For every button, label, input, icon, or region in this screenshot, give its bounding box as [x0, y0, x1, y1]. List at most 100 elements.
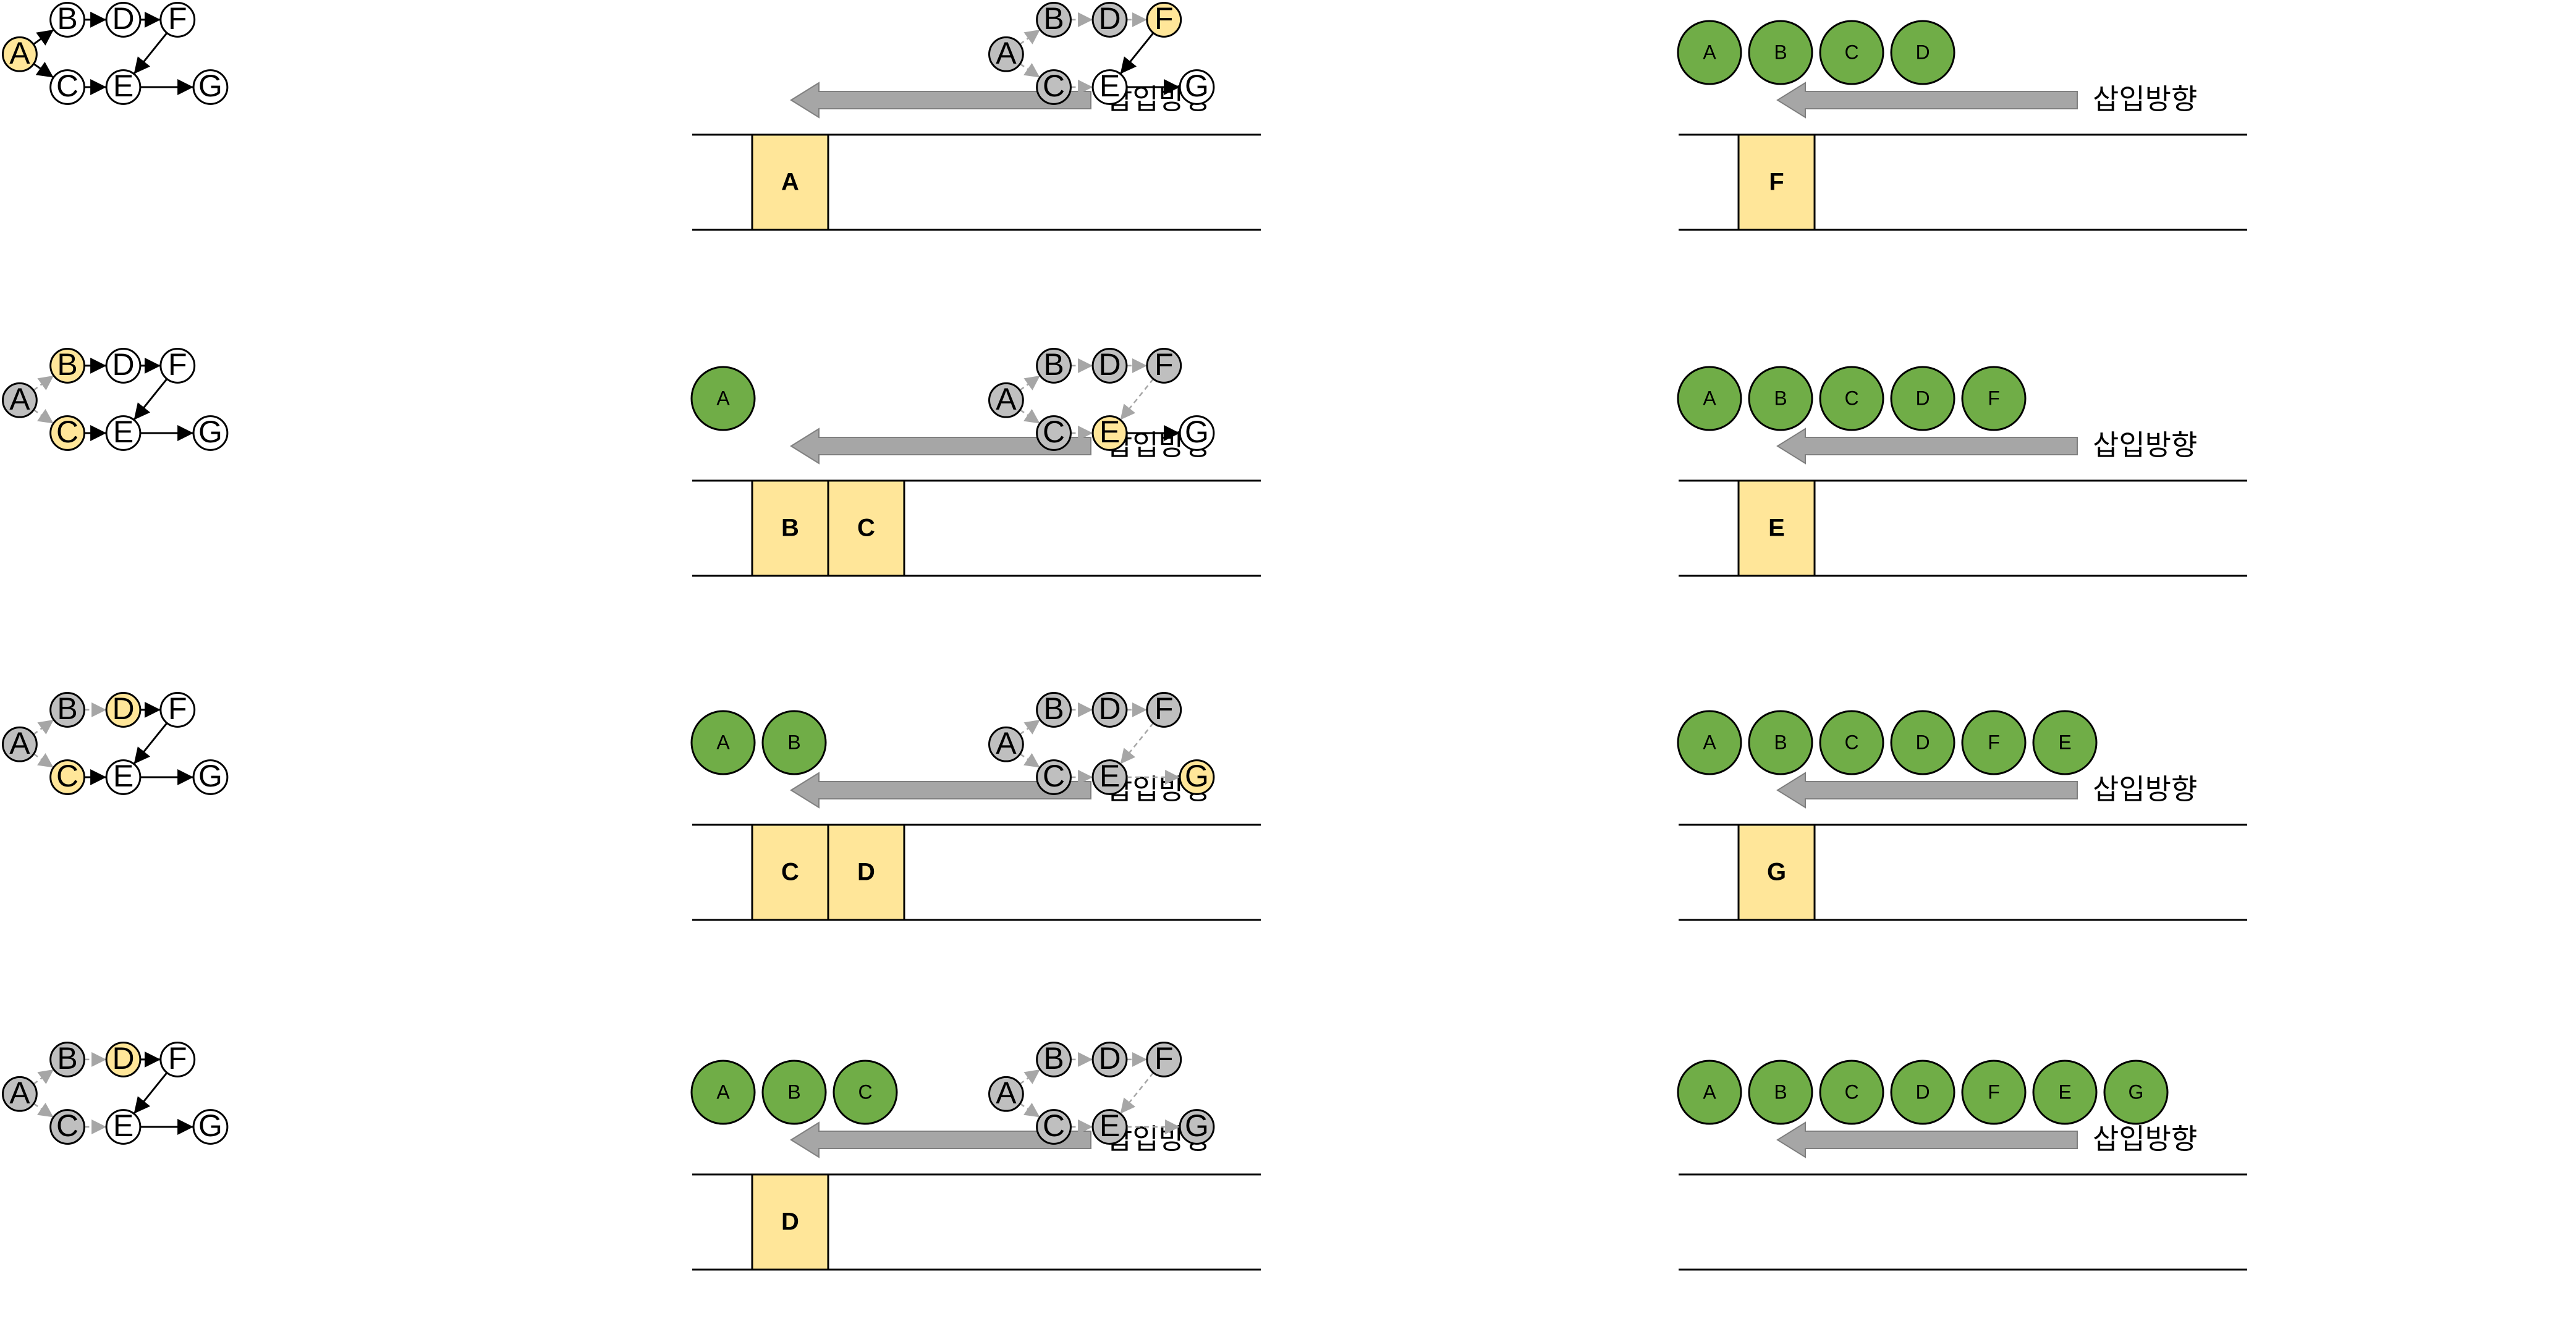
- node-G: G: [1179, 1108, 1215, 1145]
- node-C: C: [49, 69, 85, 105]
- output-node-E: E: [2032, 710, 2098, 775]
- node-circle: [105, 2, 142, 38]
- output-node-label: F: [1988, 731, 2000, 753]
- edge-A-C: [33, 1102, 54, 1118]
- node-circle: [2, 726, 38, 762]
- queue-item-label: C: [857, 515, 875, 542]
- output-node-label: B: [1774, 387, 1787, 409]
- edge-A-C: [1019, 408, 1041, 424]
- node-label: C: [56, 759, 78, 793]
- queue-item-label: G: [1767, 859, 1786, 886]
- node-circle: [105, 1109, 142, 1145]
- node-label: A: [9, 1076, 30, 1110]
- node-circle: [1146, 348, 1182, 384]
- node-label: F: [1155, 1041, 1174, 1076]
- node-label: G: [198, 69, 222, 103]
- node-circle: [1091, 1042, 1128, 1077]
- node-A: A: [988, 36, 1024, 72]
- node-circle: [1146, 692, 1182, 728]
- node-label: B: [1043, 691, 1064, 726]
- node-label: C: [1043, 759, 1065, 793]
- node-circle: [49, 415, 85, 451]
- node-label: A: [996, 382, 1017, 416]
- node-B: B: [1036, 347, 1072, 384]
- node-D: D: [105, 1, 142, 38]
- output-node-label: A: [1703, 387, 1716, 409]
- output-node-B: B: [761, 1060, 827, 1125]
- queue-items: A: [751, 133, 829, 231]
- edge-A-C: [33, 752, 54, 769]
- queue-item-D: D: [751, 1173, 829, 1271]
- node-G: G: [1179, 69, 1215, 105]
- node-circle: [105, 415, 142, 451]
- node-G: G: [192, 69, 229, 105]
- node-A: A: [988, 1076, 1024, 1112]
- edge-A-B: [1019, 1068, 1041, 1085]
- node-circle: [1091, 1109, 1128, 1145]
- graph-edges: [1019, 12, 1180, 95]
- graph-edges: [33, 11, 194, 95]
- insert-direction-label: 삽입방향: [2093, 1123, 2197, 1156]
- output-node-label: A: [1703, 1081, 1716, 1103]
- insert-direction-arrow: [790, 428, 1091, 465]
- node-label: F: [1155, 347, 1174, 382]
- output-node-label: B: [1774, 1081, 1787, 1103]
- output-node-C: C: [1819, 20, 1884, 85]
- node-label: F: [168, 691, 187, 726]
- node-label: D: [112, 691, 134, 726]
- node-circle: [1091, 2, 1128, 38]
- queue-item-label: D: [857, 859, 875, 886]
- output-node-label: A: [716, 731, 730, 753]
- node-circle: [988, 36, 1024, 72]
- insert-direction-arrow: [1776, 772, 2078, 809]
- output-node-B: B: [1748, 1060, 1813, 1125]
- node-circle: [1179, 759, 1215, 795]
- node-label: D: [1098, 1041, 1121, 1076]
- node-circle: [49, 1042, 85, 1077]
- edge-F-E: [133, 1072, 168, 1115]
- node-circle: [49, 69, 85, 105]
- node-A: A: [2, 1076, 38, 1112]
- output-node-label: D: [1915, 41, 1930, 63]
- node-B: B: [49, 691, 85, 728]
- output-node-D: D: [1890, 20, 1955, 85]
- edge-A-B: [1019, 719, 1041, 735]
- node-label: C: [1043, 69, 1065, 103]
- edge-A-C: [1019, 1102, 1041, 1118]
- queue-item-label: E: [1768, 515, 1785, 542]
- insert-direction-arrow: [790, 82, 1091, 119]
- output-node-label: D: [1915, 387, 1930, 409]
- output-node-label: D: [1915, 1081, 1930, 1103]
- node-circle: [49, 759, 85, 795]
- node-circle: [1091, 759, 1128, 795]
- node-C: C: [49, 759, 85, 795]
- node-label: E: [113, 415, 133, 449]
- output-node-E: E: [2032, 1060, 2098, 1125]
- queue-items: G: [1737, 824, 1816, 921]
- output-node-label: B: [1774, 731, 1787, 753]
- queue-item-label: D: [781, 1208, 799, 1236]
- output-node-label: C: [1844, 387, 1858, 409]
- output-node-G: G: [2103, 1060, 2169, 1125]
- output-node-C: C: [833, 1060, 898, 1125]
- node-circle: [1036, 415, 1072, 451]
- node-A: A: [2, 382, 38, 418]
- node-circle: [49, 2, 85, 38]
- node-circle: [1036, 1109, 1072, 1145]
- output-node-D: D: [1890, 366, 1955, 431]
- queue-items: E: [1737, 479, 1816, 577]
- insert-direction-arrow: [1776, 82, 2078, 119]
- node-circle: [105, 69, 142, 105]
- output-node-A: A: [1677, 710, 1742, 775]
- node-F: F: [1146, 691, 1182, 728]
- node-label: F: [1155, 1, 1174, 36]
- node-F: F: [1146, 1, 1182, 38]
- node-circle: [192, 415, 229, 451]
- output-node-B: B: [1748, 710, 1813, 775]
- output-node-F: F: [1961, 710, 2027, 775]
- insert-direction-label: 삽입방향: [2093, 773, 2197, 806]
